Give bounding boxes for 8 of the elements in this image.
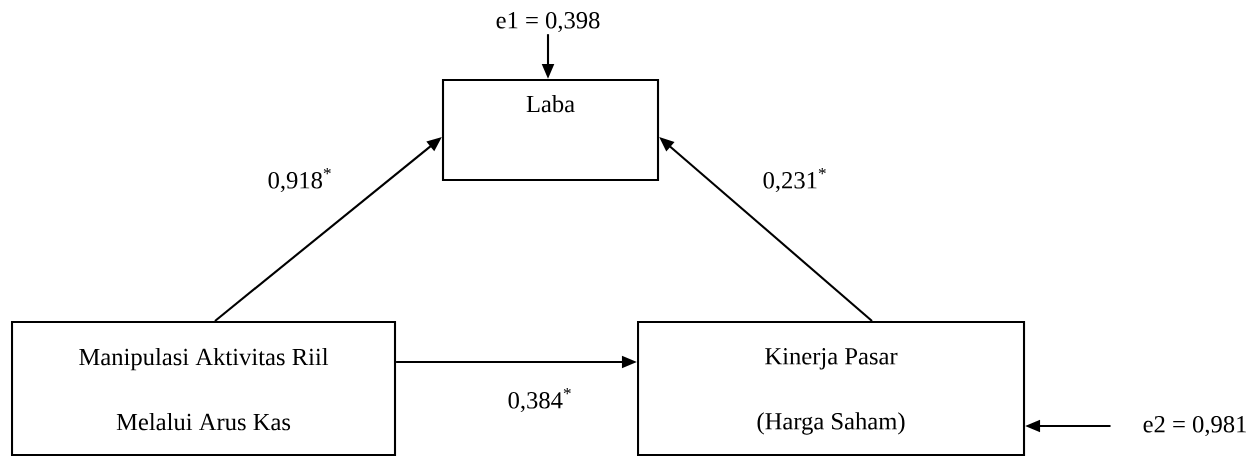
path-coefficient: 0,918$^{*}$: [265, 166, 335, 194]
error-term-label: e2 = 0,981: [1143, 415, 1246, 437]
path-coefficient: 0,384$^{*}$: [505, 386, 575, 414]
variable-box: Kinerja Pasar (Harga Saham): [636, 320, 1026, 456]
error-term-label: e1 = 0,398: [496, 11, 600, 33]
variable-box: Manipulasi Aktivitas Riil Melalui Arus Kas: [10, 320, 397, 456]
path-coefficient: 0,231$^{*}$: [760, 166, 830, 194]
variable-box: Laba: [441, 78, 660, 182]
